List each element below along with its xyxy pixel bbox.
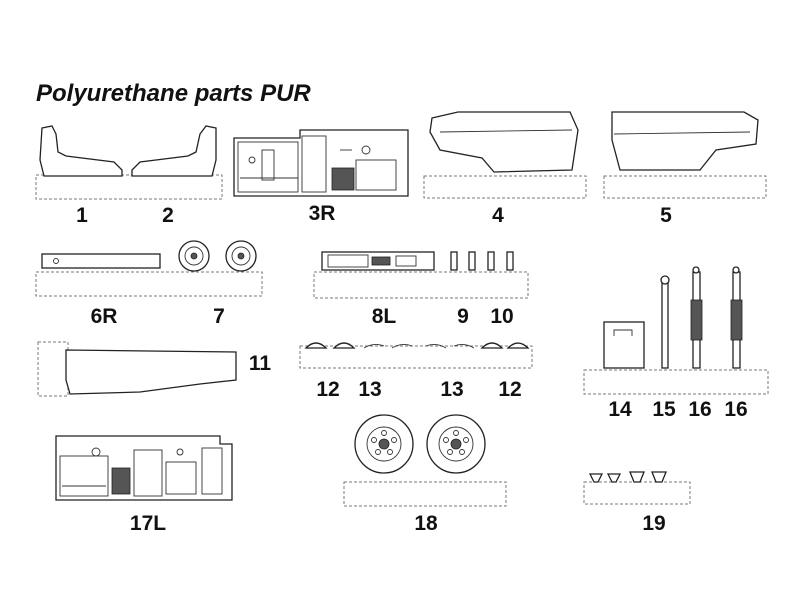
part-19-small-pieces — [588, 471, 667, 483]
part-18-wheel-right — [426, 414, 486, 474]
part-14-sight — [603, 321, 645, 369]
sprue-parts-14-16 — [583, 369, 769, 395]
part-11-panel — [65, 349, 237, 395]
part-1-seat-armour — [39, 125, 123, 177]
part-16-barrel-left — [690, 266, 703, 369]
part-2-seat-armour — [131, 125, 217, 177]
part-18-wheel-left — [354, 414, 414, 474]
part-6r-strip — [41, 253, 161, 269]
part-16-barrel-right — [730, 266, 743, 369]
label-part-9: 9 — [457, 305, 469, 328]
label-part-11: 11 — [248, 352, 272, 375]
sprue-part-4 — [423, 175, 587, 199]
sheet-title: Polyurethane parts PUR — [36, 80, 311, 107]
sprue-parts-6r-7 — [35, 271, 263, 297]
label-part-15: 15 — [652, 398, 676, 421]
sprue-part-5 — [603, 175, 767, 199]
sprue-part-19 — [583, 481, 691, 505]
label-part-12-left: 12 — [316, 378, 340, 401]
part-10-posts — [487, 251, 514, 271]
label-part-6r: 6R — [90, 305, 118, 328]
part-4-fairing — [429, 111, 579, 173]
label-part-19: 19 — [642, 512, 666, 535]
label-part-8l: 8L — [371, 305, 397, 328]
part-7-wheel-left — [178, 240, 210, 272]
label-part-3r: 3R — [308, 202, 336, 225]
part-12-13-small-pieces — [304, 342, 530, 349]
label-part-17l: 17L — [129, 512, 167, 535]
sprue-parts-1-2 — [35, 174, 223, 200]
label-part-1: 1 — [76, 204, 88, 227]
label-part-14: 14 — [608, 398, 632, 421]
sprue-parts-8l-9-10 — [313, 271, 529, 299]
label-part-7: 7 — [213, 305, 225, 328]
label-part-18: 18 — [414, 512, 438, 535]
sprue-part-18 — [343, 481, 507, 507]
part-7-wheel-right — [225, 240, 257, 272]
part-9-posts — [450, 251, 476, 271]
label-part-13-left: 13 — [358, 378, 382, 401]
label-part-16-left: 16 — [688, 398, 712, 421]
sprue-parts-12-13 — [299, 345, 533, 369]
label-part-4: 4 — [492, 204, 504, 227]
sprue-part-11 — [37, 341, 69, 397]
label-part-10: 10 — [490, 305, 514, 328]
part-8l-panel — [321, 251, 435, 271]
label-part-13-right: 13 — [440, 378, 464, 401]
label-part-12-right: 12 — [498, 378, 522, 401]
label-part-2: 2 — [162, 204, 174, 227]
part-5-fairing — [611, 111, 759, 171]
part-3r-cockpit-wall — [233, 129, 409, 197]
part-17l-cockpit-wall — [55, 435, 233, 501]
part-15-rod — [660, 275, 670, 369]
label-part-16-right: 16 — [724, 398, 748, 421]
label-part-5: 5 — [660, 204, 672, 227]
